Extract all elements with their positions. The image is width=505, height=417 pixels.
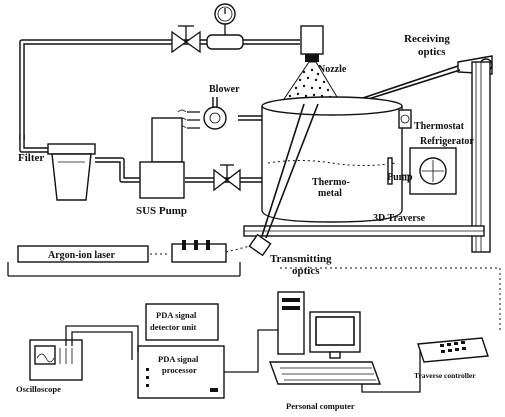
blower: Blower — [178, 84, 240, 129]
top-valve — [172, 26, 200, 52]
pda-processor-label-2: processor — [162, 365, 197, 375]
flow-meter — [207, 4, 243, 49]
transmitting-optics-label-2: optics — [292, 265, 320, 277]
receiving-optics-label-2: optics — [418, 46, 446, 58]
tank — [262, 97, 402, 222]
lower-valve — [214, 165, 240, 190]
argon-laser: Argon-ion laser — [8, 240, 250, 276]
argon-laser-label: Argon-ion laser — [48, 250, 116, 261]
traverse-3d-label: 3D Traverse — [373, 213, 426, 224]
oscilloscope: Oscilloscope — [16, 340, 82, 394]
pda-processor-label-1: PDA signal — [158, 354, 199, 364]
pda-detector-unit: PDA signal detector unit — [146, 304, 218, 340]
transmitting-optics-label-1: Transmitting — [270, 253, 332, 265]
pda-detector-label-1: PDA signal — [156, 310, 197, 320]
personal-computer: Personal computer — [270, 292, 380, 411]
sus-pump-label: SUS Pump — [136, 205, 187, 217]
thermostat: Thermostat — [399, 110, 465, 132]
traverse-controller: Traverse controller — [414, 338, 488, 380]
blower-label: Blower — [209, 84, 240, 95]
receiving-optics: Receiving optics — [340, 33, 492, 108]
pda-signal-processor: PDA signal processor — [138, 346, 224, 398]
thermostat-label: Thermostat — [414, 121, 465, 132]
sus-pump: SUS Pump — [136, 118, 187, 217]
refrigerator: Refrigerator — [402, 136, 474, 194]
pda-detector-label-2: detector unit — [150, 322, 197, 332]
filter: Filter — [18, 144, 95, 200]
thermometal-label-2: metal — [318, 188, 342, 199]
filter-label: Filter — [18, 152, 44, 164]
thermometal-label-1: Thermo- — [312, 177, 350, 188]
receiving-optics-label-1: Receiving — [404, 33, 450, 45]
pump-label: Pump — [387, 172, 413, 183]
personal-computer-label: Personal computer — [286, 401, 355, 411]
oscilloscope-label: Oscilloscope — [16, 384, 61, 394]
refrigerator-label: Refrigerator — [420, 136, 474, 147]
traverse-controller-label: Traverse controller — [414, 371, 476, 380]
traverse-tower — [472, 62, 490, 252]
